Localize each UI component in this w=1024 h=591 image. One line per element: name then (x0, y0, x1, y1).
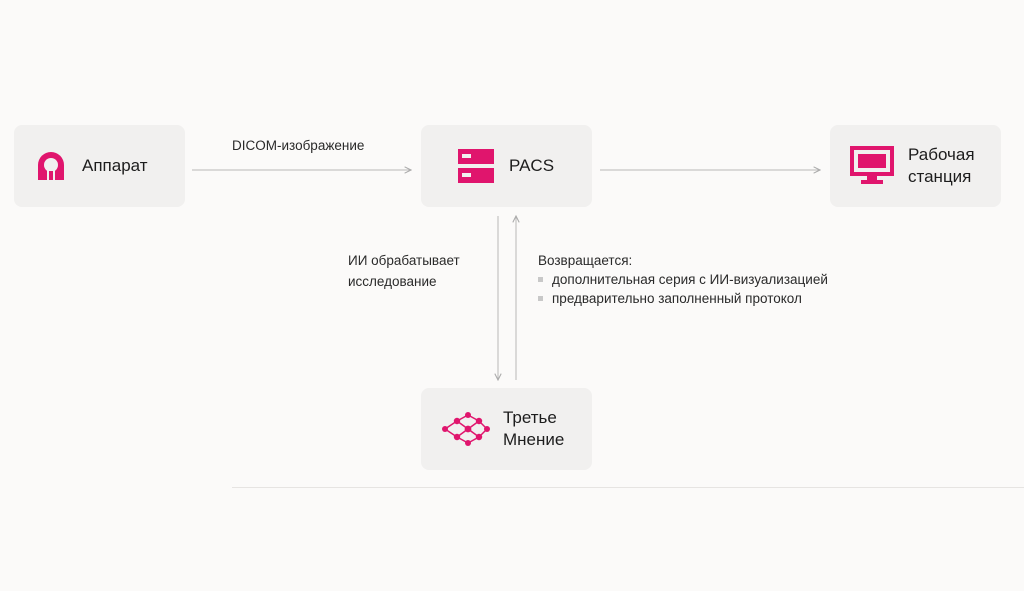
node-device-label: Аппарат (82, 156, 148, 175)
server-icon (457, 148, 495, 184)
neural-network-icon (441, 411, 491, 447)
node-third-opinion: Третье Мнение (421, 388, 592, 470)
node-third-opinion-label: Третье Мнение (503, 408, 565, 449)
bullet-icon (538, 295, 543, 301)
node-device: Аппарат (14, 125, 185, 207)
divider (232, 487, 1024, 488)
node-pacs-label: PACS (509, 156, 555, 175)
node-workstation: Рабочая станция (830, 125, 1001, 207)
monitor-icon (850, 146, 894, 186)
returns-list-item: дополнительная серия с ИИ-визуализацией (538, 269, 828, 290)
mri-scanner-icon (34, 148, 68, 184)
edge-label-returns-title: Возвращается: (538, 253, 633, 268)
bullet-icon (538, 276, 543, 282)
returns-list-item: предварительно заполненный протокол (538, 288, 802, 309)
edge-label-dicom: DICOM-изображение (232, 138, 365, 153)
node-workstation-label: Рабочая станция (908, 145, 975, 186)
node-pacs: PACS (421, 125, 592, 207)
edge-label-ai-processing: ИИ обрабатывает исследование (348, 253, 460, 289)
